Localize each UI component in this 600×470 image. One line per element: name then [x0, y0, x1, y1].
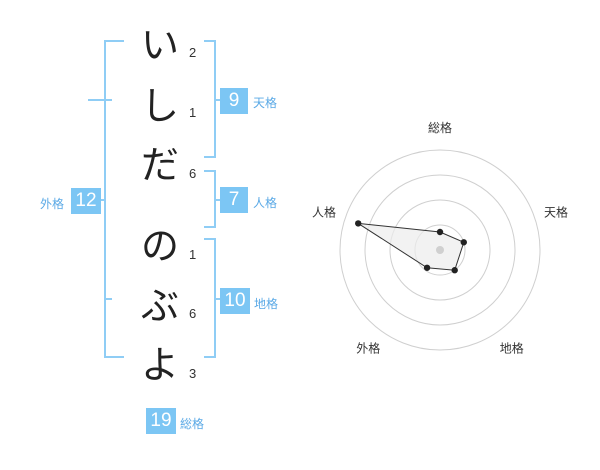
tenkaku-bracket-bottom [204, 156, 216, 158]
name-char-5: ぶ [141, 284, 180, 328]
radar-axis-label-5: 人格 [312, 204, 336, 219]
gaikaku-label: 外格 [40, 197, 65, 211]
tenkaku-bracket-mid [214, 99, 222, 101]
outer-bracket-tick-mid [98, 199, 106, 201]
gaikaku-value-badge: 12 [71, 188, 101, 214]
chikaku-bracket-mid [214, 298, 222, 300]
radar-axis-label-2: 天格 [544, 204, 568, 219]
chikaku-bracket-top [204, 238, 216, 240]
outer-bracket-bottom [104, 356, 124, 358]
name-char-2: し [141, 84, 180, 128]
tenkaku-value-badge: 9 [220, 88, 248, 114]
soukaku-value-badge: 19 [146, 408, 176, 434]
stroke-count-3: 6 [189, 166, 197, 181]
soukaku-label: 総格 [180, 417, 205, 431]
radar-axis-label-3: 地格 [500, 341, 524, 356]
name-char-3: だ [141, 143, 180, 187]
stroke-count-5: 6 [189, 306, 197, 321]
radar-point-2 [460, 239, 467, 246]
radar-axis-label-1: 総格 [428, 120, 452, 135]
name-char-4: の [141, 224, 180, 268]
radar-polygon [357, 222, 465, 271]
stroke-count-1: 2 [189, 45, 197, 60]
stroke-count-4: 1 [189, 247, 197, 262]
radar-point-3 [451, 267, 458, 274]
tenkaku-bracket-top [204, 40, 216, 42]
stroke-count-2: 1 [189, 105, 197, 120]
chikaku-bracket-bottom [204, 356, 216, 358]
name-char-1: い [141, 23, 180, 67]
jinkaku-value-badge: 7 [220, 187, 248, 213]
jinkaku-label: 人格 [253, 196, 278, 210]
stroke-count-6: 3 [189, 366, 197, 381]
outer-bracket-mid [88, 99, 106, 101]
radar-axis-label-4: 外格 [356, 341, 380, 356]
radar-point-1 [436, 228, 444, 236]
outer-bracket-top [104, 40, 124, 42]
outer-bracket-tick2 [104, 298, 112, 300]
jinkaku-bracket-mid [214, 199, 222, 201]
radar-center-dot [436, 246, 444, 254]
outer-bracket-tick1 [104, 99, 112, 101]
radar-ring-3 [364, 174, 516, 326]
chikaku-value-badge: 10 [220, 288, 250, 314]
radar-ring-4 [339, 149, 541, 351]
radar-point-5 [355, 220, 362, 227]
radar-point-4 [423, 264, 431, 271]
jinkaku-bracket-bottom [204, 226, 216, 228]
name-char-6: よ [141, 343, 180, 387]
jinkaku-bracket-top [204, 170, 216, 172]
tenkaku-label: 天格 [253, 96, 278, 110]
radar-ring-2 [389, 199, 491, 301]
chikaku-label: 地格 [254, 297, 279, 311]
